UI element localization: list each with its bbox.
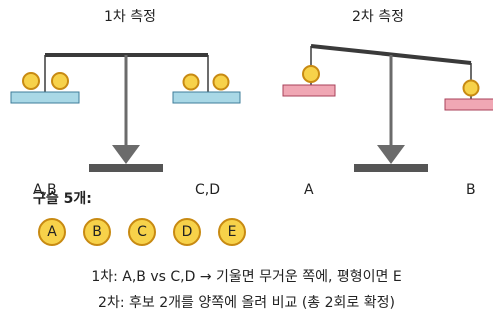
bead-c: C bbox=[128, 218, 156, 246]
scale-2 bbox=[282, 44, 493, 172]
scale-1-pointer bbox=[112, 145, 140, 164]
coin-c-scale1 bbox=[182, 73, 200, 91]
bead-e: E bbox=[218, 218, 246, 246]
bead-a: A bbox=[38, 218, 66, 246]
scale-1-right-label: C,D bbox=[195, 182, 221, 198]
caption-line-1: 1차: A,B vs C,D → 기울면 무거운 쪽에, 평형이면 E bbox=[91, 269, 402, 285]
coin-b-scale1 bbox=[51, 72, 69, 90]
scale-2-right-pan bbox=[444, 98, 493, 111]
scale-2-pointer bbox=[377, 145, 405, 164]
bead-row: A B C D E bbox=[38, 218, 246, 246]
bead-d: D bbox=[173, 218, 201, 246]
coin-a-scale1 bbox=[22, 72, 40, 90]
caption-line-2: 2차: 후보 2개를 양쪽에 올려 비교 (총 2회로 확정) bbox=[98, 295, 395, 311]
coin-d-scale1 bbox=[212, 73, 230, 91]
scale-2-right-label: B bbox=[466, 182, 476, 198]
beads-heading: 구슬 5개: bbox=[33, 191, 92, 207]
scale-1 bbox=[10, 53, 241, 172]
bead-b: B bbox=[83, 218, 111, 246]
scale-2-base bbox=[354, 164, 428, 172]
scale-2-left-pan bbox=[282, 84, 336, 97]
scale-1-right-pan bbox=[172, 91, 241, 104]
scale-2-beam bbox=[310, 44, 472, 65]
scale-1-left-label: A,B bbox=[33, 182, 57, 198]
scale-2-left-label: A bbox=[304, 182, 314, 198]
scale-1-left-pan bbox=[10, 91, 80, 104]
scene2-title: 2차 측정 bbox=[352, 9, 404, 25]
scene1-title: 1차 측정 bbox=[104, 9, 156, 25]
coin-a-scale2 bbox=[302, 65, 320, 83]
coin-b-scale2 bbox=[462, 79, 480, 97]
scale-1-base bbox=[89, 164, 163, 172]
